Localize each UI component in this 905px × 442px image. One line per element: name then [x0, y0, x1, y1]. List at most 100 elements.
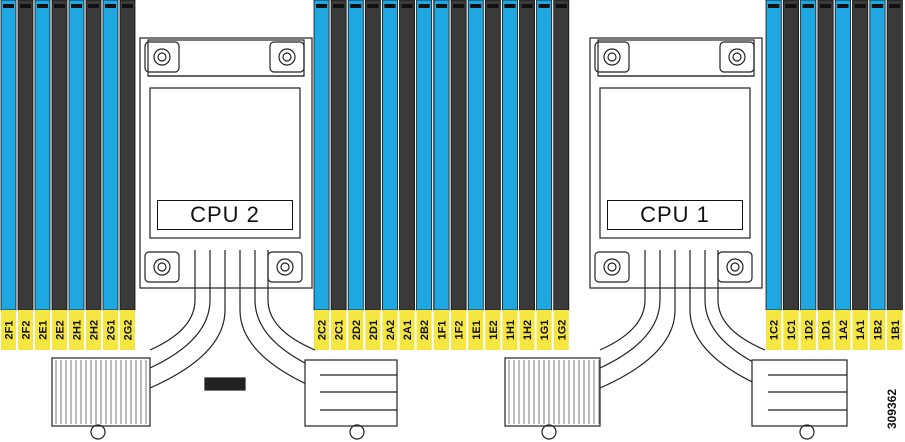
dimm-latch [889, 4, 901, 8]
cpu2-heatpipes [149, 250, 316, 389]
cpu1-corner-screw-tl [594, 41, 630, 73]
slot-label-bg [434, 310, 450, 350]
slot-label-1A1: 1A1 [855, 320, 867, 340]
slot-label-1E2: 1E2 [488, 320, 500, 340]
slot-label-1D2: 1D2 [803, 320, 815, 340]
dimm-latch [54, 4, 65, 8]
slot-label-bg [35, 310, 50, 350]
slot-label-1H2: 1H2 [522, 320, 534, 340]
slot-label-2F2: 2F2 [21, 321, 33, 340]
cpu1-corner-screw-bl [594, 251, 630, 283]
cpu2-assembly [51, 37, 398, 440]
slot-label-1B2: 1B2 [872, 320, 884, 340]
dimm-slot-1H1 [501, 0, 518, 311]
cpu2-corner-screw-tl [144, 41, 180, 73]
dimm-latch [401, 4, 413, 8]
slot-label-1A2: 1A2 [838, 320, 850, 340]
slot-label-2A1: 2A1 [402, 320, 414, 340]
dimm-latch [555, 4, 567, 8]
dimm-latch [871, 4, 884, 8]
cpu1-heatsink-top [597, 39, 755, 77]
slot-label-bg [783, 310, 799, 350]
slot-label-2C1: 2C1 [334, 320, 346, 340]
dimm-latch [333, 4, 345, 8]
slot-label-2G1: 2G1 [106, 320, 118, 341]
cpu2-mount-screw-right [349, 424, 365, 440]
dimm-latch [854, 4, 866, 8]
slot-label-bg [52, 310, 67, 350]
slot-label-bg [800, 310, 816, 350]
slot-label-bg [399, 310, 415, 350]
slot-label-1E1: 1E1 [471, 320, 483, 340]
cpu1-mount-screw-right [799, 424, 815, 440]
slot-label-bg [468, 310, 484, 350]
dimm-slot-2A2 [381, 0, 398, 311]
slot-label-bg [348, 310, 364, 350]
dimm-slot-1E1 [467, 0, 484, 311]
dimm-latch [453, 4, 465, 8]
dimm-slot-1A2 [834, 0, 851, 311]
slot-label-bg [451, 310, 467, 350]
dimm-latch [367, 4, 379, 8]
cpu1-heatpipes [599, 250, 766, 389]
dimm-slot-1G2 [553, 0, 570, 311]
cpu1-mount-screw-left [541, 424, 557, 440]
slot-label-bg [536, 310, 552, 350]
dimm-latch [105, 4, 116, 8]
cpu2-mount-screw-left [90, 424, 106, 440]
slot-label-2H1: 2H1 [72, 320, 84, 340]
dimm-latch [71, 4, 82, 8]
slot-label-bg [1, 310, 16, 350]
dimm-slots [0, 0, 903, 311]
dimm-slot-2B2 [416, 0, 433, 311]
dimm-latch [487, 4, 499, 8]
slot-label-2H2: 2H2 [89, 320, 101, 340]
slot-label-2D1: 2D1 [368, 320, 380, 340]
dimm-slot-2F1 [0, 0, 17, 311]
cpu2-heatsink-top [147, 39, 305, 77]
slot-label-bg [766, 310, 782, 350]
slot-label-bg [69, 310, 84, 350]
slot-label-bg [502, 310, 518, 350]
dimm-latch [436, 4, 448, 8]
dimm-slot-1A1 [852, 0, 869, 311]
dimm-latch [768, 4, 780, 8]
slot-label-1D1: 1D1 [821, 320, 833, 340]
slot-label-2F1: 2F1 [4, 321, 16, 340]
cpu2-label: CPU 2 [157, 200, 293, 230]
dimm-slot-2C2 [313, 0, 330, 311]
dimm-slot-1F2 [450, 0, 467, 311]
dimm-slot-2A1 [399, 0, 416, 311]
dimm-latch [88, 4, 99, 8]
slot-label-bg [120, 310, 135, 350]
slot-label-bg [382, 310, 398, 350]
slot-label-bg [519, 310, 535, 350]
slot-label-1C2: 1C2 [769, 320, 781, 340]
dimm-slot-2E2 [51, 0, 68, 311]
slot-label-bg [835, 310, 851, 350]
figure-id: 309362 [885, 388, 899, 429]
slot-label-2E2: 2E2 [55, 320, 67, 340]
dimm-latch [470, 4, 482, 8]
cpu1-right-fins [751, 359, 848, 427]
dimm-latch [538, 4, 550, 8]
slot-label-bg [485, 310, 501, 350]
slot-label-bg [869, 310, 886, 350]
slot-label-2B2: 2B2 [419, 320, 431, 340]
dimm-slot-1D2 [800, 0, 817, 311]
dimm-slot-1C1 [782, 0, 799, 311]
dimm-latch [521, 4, 533, 8]
slot-label-bg [86, 310, 101, 350]
slot-label-bg [852, 310, 868, 350]
slot-label-bg [365, 310, 381, 350]
slot-label-1F2: 1F2 [454, 321, 466, 340]
dimm-latch [122, 4, 133, 8]
dimm-latch [384, 4, 396, 8]
slot-label-bg [553, 310, 569, 350]
cpu2-corner-screw-tr [269, 41, 305, 73]
slot-label-2G2: 2G2 [123, 320, 135, 341]
cpu1-label: CPU 1 [607, 200, 743, 230]
slot-label-1B1: 1B1 [890, 320, 902, 340]
dimm-slot-2E1 [34, 0, 51, 311]
